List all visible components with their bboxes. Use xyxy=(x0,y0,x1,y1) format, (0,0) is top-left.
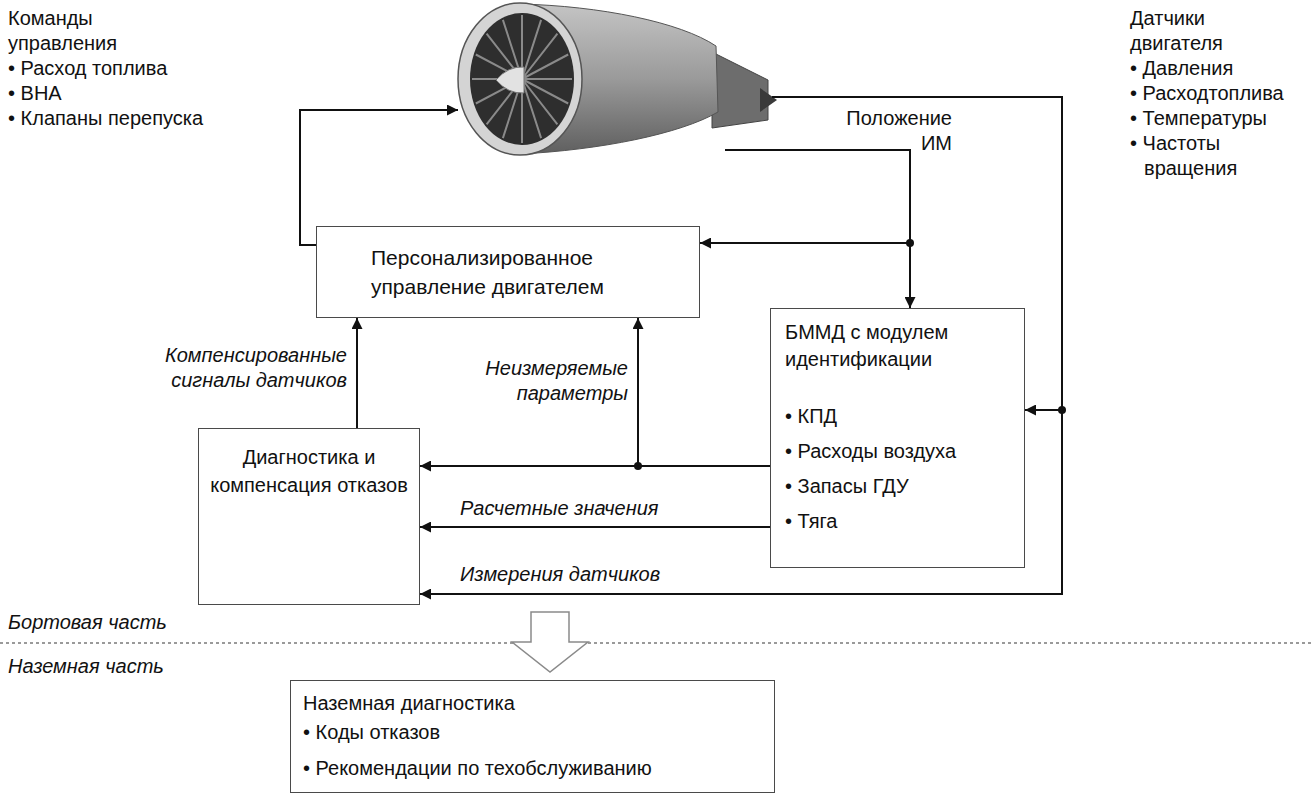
actuator-branch xyxy=(700,242,910,244)
box-title: БММД с модулем идентификации xyxy=(785,319,1010,373)
box-item: • Расходы воздуха xyxy=(785,434,1010,469)
junction-dot xyxy=(906,239,914,247)
section-divider xyxy=(0,642,1314,644)
signal-arrow xyxy=(420,526,770,528)
box-item: • Запасы ГДУ xyxy=(785,469,1010,504)
junction-dot xyxy=(1058,406,1066,414)
box-item: • Коды отказов xyxy=(303,717,762,747)
box-title: Наземная диагностика xyxy=(303,689,762,717)
commands-heading: Команды управления xyxy=(8,6,138,56)
section-label: Бортовая часть xyxy=(8,610,167,635)
command-item: • Клапаны перепуска xyxy=(8,106,203,131)
sensor-item: • Расходтоплива xyxy=(1130,81,1284,106)
box-item: • КПД xyxy=(785,399,1010,434)
diagnostics-box: Диагностика и компенсация отказов xyxy=(198,428,420,605)
sensor-branch xyxy=(1025,409,1062,411)
actuator-wire xyxy=(725,150,910,308)
command-item: • ВНА xyxy=(8,81,62,106)
box-title: Персонализированное управление двигателе… xyxy=(371,243,679,301)
edge-label: Неизмеряемые параметры xyxy=(418,356,628,406)
sensors-heading: Датчики двигателя xyxy=(1130,6,1260,56)
signal-label: Измерения датчиков xyxy=(460,562,660,587)
sensor-item: • Температуры xyxy=(1130,106,1267,131)
actuator-label: Положение ИМ xyxy=(822,106,952,156)
box-item: • Рекомендации по техобслуживанию xyxy=(303,753,762,783)
command-wire xyxy=(300,110,458,245)
engine-illustration xyxy=(458,3,777,155)
edge-label: Расчетные значения xyxy=(460,496,659,521)
box-item: • Тяга xyxy=(785,504,1010,539)
signal-arrow xyxy=(356,318,358,428)
signal-arrow xyxy=(638,318,770,466)
ground-box: Наземная диагностика• Коды отказов • Реко… xyxy=(290,680,775,793)
sensor-item: • Частоты вращения xyxy=(1130,131,1264,181)
model-box: БММД с модулем идентификации • КПД• Расхо… xyxy=(770,308,1025,568)
signal-arrow xyxy=(420,465,770,467)
transfer-arrow xyxy=(512,612,588,672)
command-item: • Расход топлива xyxy=(8,56,167,81)
control-box: Персонализированное управление двигателе… xyxy=(316,226,700,318)
edge-label: Компенсированные сигналы датчиков xyxy=(148,343,347,393)
section-label: Наземная часть xyxy=(8,654,164,679)
sensor-item: • Давления xyxy=(1130,56,1233,81)
box-title: Диагностика и компенсация отказов xyxy=(209,443,409,499)
sensor-wire xyxy=(420,97,1062,594)
